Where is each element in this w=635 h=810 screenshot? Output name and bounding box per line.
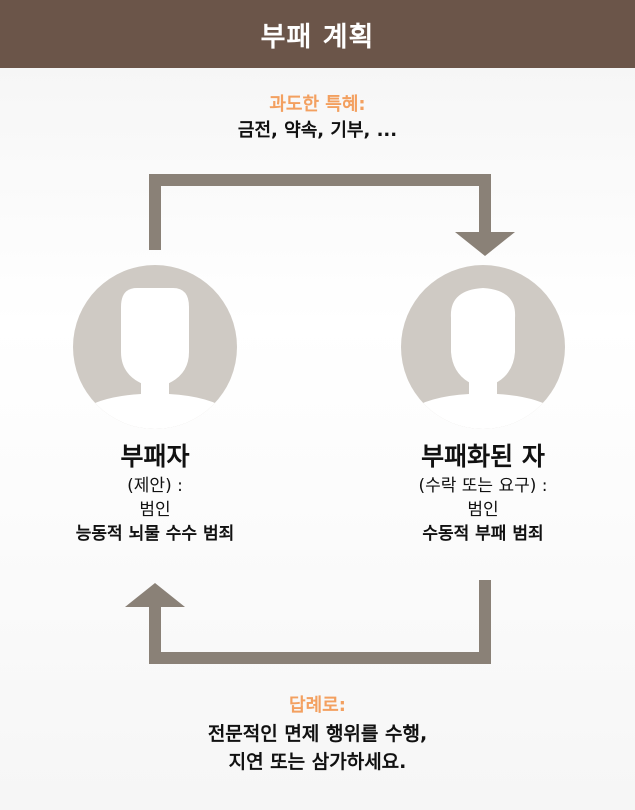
right-person-label: 부패화된 자 (수락 또는 요구) : 범인 수동적 부패 범죄	[348, 440, 618, 546]
right-person-crime: 수동적 부패 범죄	[422, 524, 544, 544]
return-line-1: 전문적인 면제 행위를 수행,	[207, 723, 428, 745]
right-person-name: 부패화된 자	[421, 442, 545, 471]
bottom-label: 답례로: 전문적인 면제 행위를 수행, 지연 또는 삼가하세요.	[0, 692, 635, 776]
top-label: 과도한 특혜: 금전, 약속, 기부, ...	[0, 92, 635, 144]
bottom-arrow	[149, 580, 491, 664]
return-heading: 답례로:	[289, 695, 346, 716]
title-bar: 부패 계획	[0, 0, 635, 68]
page-title: 부패 계획	[260, 21, 375, 53]
top-arrow-head	[455, 232, 515, 256]
top-arrow	[149, 174, 491, 250]
right-person-category: 범인	[467, 500, 499, 520]
bottom-arrow-head	[125, 583, 185, 607]
left-person-label: 부패자 (제안) : 범인 능동적 뇌물 수수 범죄	[20, 440, 290, 546]
return-line-2: 지연 또는 삼가하세요.	[228, 751, 407, 773]
favor-text: 금전, 약속, 기부, ...	[237, 120, 398, 141]
left-person-category: 범인	[139, 500, 171, 520]
left-person-avatar	[73, 265, 237, 429]
left-person-role: (제안) :	[127, 476, 183, 496]
left-person-crime: 능동적 뇌물 수수 범죄	[75, 524, 235, 544]
left-person-name: 부패자	[120, 442, 190, 471]
right-person-avatar	[401, 265, 565, 429]
favor-heading: 과도한 특혜:	[269, 94, 366, 115]
right-person-role: (수락 또는 요구) :	[418, 476, 548, 496]
